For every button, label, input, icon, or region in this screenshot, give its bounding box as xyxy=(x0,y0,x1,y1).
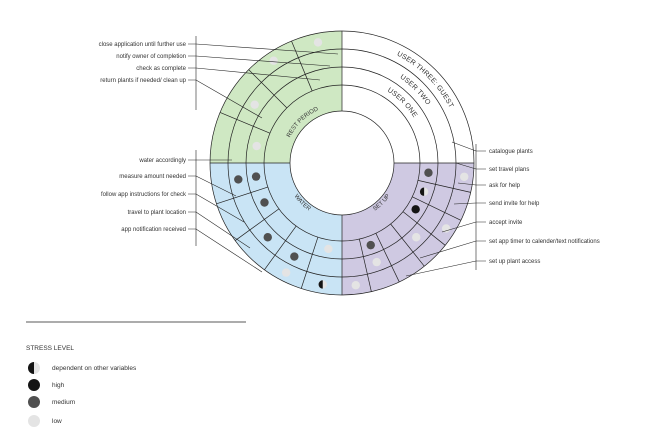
user-labels-sector xyxy=(342,31,474,163)
stress-marker-medium xyxy=(263,233,272,242)
stress-marker-low xyxy=(324,244,333,254)
stress-marker-low xyxy=(441,224,451,233)
step-divider xyxy=(235,208,280,241)
step-divider xyxy=(300,237,319,289)
stress-marker-low xyxy=(252,141,261,151)
ring-grid xyxy=(209,30,475,296)
legend-title: STRESS LEVEL xyxy=(26,345,74,352)
step-divider xyxy=(248,69,288,109)
step-label: set up plant access xyxy=(489,259,540,265)
stress-marker-low xyxy=(250,100,259,109)
step-divider xyxy=(402,211,446,246)
legend-item-medium: medium xyxy=(28,396,75,408)
high-marker-icon xyxy=(28,379,40,391)
stress-marker-low xyxy=(281,268,291,277)
stress-legend: STRESS LEVEL dependent on other variable… xyxy=(26,321,246,427)
legend-item-dependent: dependent on other variables xyxy=(28,362,137,374)
ring-sectors xyxy=(210,31,474,295)
low-marker-icon xyxy=(28,415,40,427)
stress-markers xyxy=(234,38,469,290)
stress-marker-high xyxy=(411,205,420,214)
stress-marker-low xyxy=(351,281,360,290)
legend-item-high: high xyxy=(28,379,65,391)
step-divider xyxy=(291,40,313,92)
step-divider xyxy=(216,186,268,205)
legend-label: high xyxy=(52,382,65,389)
legend-item-low: low xyxy=(28,415,62,427)
step-label: travel to plant location xyxy=(128,210,186,216)
stress-marker-half xyxy=(318,280,323,289)
medium-marker-icon xyxy=(28,396,40,408)
stress-marker-low xyxy=(313,38,323,47)
step-divider xyxy=(417,180,471,193)
step-label: accept invite xyxy=(489,220,523,226)
step-label: set app timer to calender/text notificat… xyxy=(489,239,600,245)
step-label: water accordingly xyxy=(138,158,186,164)
ring-circle xyxy=(289,110,395,216)
stress-marker-medium xyxy=(366,240,375,250)
stress-marker-low xyxy=(269,56,278,65)
stress-marker-medium xyxy=(234,175,243,184)
stress-marker-medium xyxy=(424,168,433,177)
legend-label: low xyxy=(52,418,62,425)
right-annotations: catalogue plants set travel plans ask fo… xyxy=(489,149,600,265)
step-label: app notification received xyxy=(121,227,186,233)
step-label: ask for help xyxy=(489,183,521,189)
step-divider xyxy=(359,238,372,292)
stress-marker-low xyxy=(412,233,421,242)
left-annotations: close application until further use noti… xyxy=(99,42,187,233)
stress-marker-low xyxy=(460,172,469,181)
step-label: measure amount needed xyxy=(119,174,186,180)
stress-marker-medium xyxy=(260,198,269,207)
step-divider xyxy=(219,112,271,134)
stress-marker-medium xyxy=(251,172,261,181)
step-divider xyxy=(390,223,425,267)
legend-label: dependent on other variables xyxy=(52,365,137,372)
step-divider xyxy=(264,225,297,270)
step-label: close application until further use xyxy=(99,42,187,48)
step-label: notify owner of completion xyxy=(116,54,186,60)
stress-marker-low xyxy=(372,257,381,267)
step-label: check as complete xyxy=(136,66,186,72)
stress-marker-medium xyxy=(290,252,299,261)
water-sector xyxy=(210,163,342,295)
leader-lines xyxy=(188,36,486,277)
step-label: catalogue plants xyxy=(489,149,533,155)
step-divider xyxy=(412,196,462,221)
step-label: set travel plans xyxy=(489,167,529,173)
legend-label: medium xyxy=(52,399,75,406)
step-divider xyxy=(375,233,400,283)
step-label: return plants if needed/ clean up xyxy=(100,78,186,84)
dependent-marker-half xyxy=(28,362,34,374)
step-label: follow app instructions for check xyxy=(101,192,187,198)
step-label: send invite for help xyxy=(489,201,540,207)
stress-marker-half xyxy=(419,187,425,196)
